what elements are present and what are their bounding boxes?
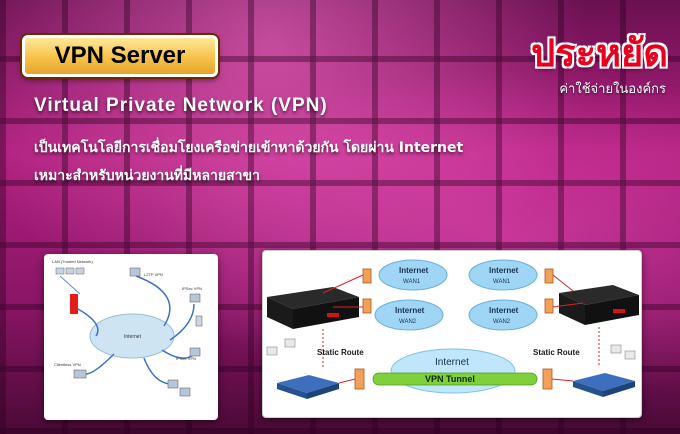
static-route-left-label: Static Route	[317, 348, 364, 357]
pda-icon	[195, 315, 203, 327]
link-line	[169, 303, 195, 341]
vpn-tunnel-label: VPN Tunnel	[425, 374, 475, 384]
static-route-right-label: Static Route	[533, 348, 580, 357]
tunnel-internet-label: Internet	[435, 357, 469, 368]
tunnel-firewall-right-icon	[542, 368, 553, 390]
wan-label: WAN2	[493, 319, 511, 325]
internet-wan1-left-cloud: Internet WAN1	[378, 259, 448, 291]
client-pc-icon	[624, 350, 636, 360]
link-line	[552, 274, 574, 292]
remote-pc-icon	[179, 387, 191, 397]
firewall-icon	[362, 268, 372, 284]
internet-wan1-right-cloud: Internet WAN1	[468, 259, 538, 291]
tunnel-cloud	[390, 348, 516, 394]
ipsec-client-icon	[189, 293, 201, 303]
lan-computers-icon	[55, 267, 85, 295]
client-top-label: L2TP VPN	[144, 272, 163, 277]
link-line	[338, 378, 356, 384]
left-network-diagram: LAN (Trusted Network) Internet L2TP VPN …	[44, 254, 218, 420]
description-line-1: เป็นเทคโนโลยีการเชื่อมโยงเครือข่ายเข้าหา…	[34, 140, 464, 156]
wan-label: WAN1	[403, 279, 421, 285]
client-pc-icon	[610, 344, 622, 354]
tunnel-firewall-left-icon	[354, 368, 365, 390]
client-mid-label: IPSec VPN	[182, 286, 202, 291]
clientless-client-icon	[73, 369, 87, 379]
internet-wan2-right-cloud: Internet WAN2	[468, 299, 538, 331]
right-diagram-svg: Internet WAN1 Internet WAN2 Internet WAN…	[266, 259, 639, 399]
description-line-2: เหมาะสำหรับหน่วยงานที่มีหลายสาขา	[34, 168, 260, 184]
vpn-tunnel-bar	[372, 372, 538, 386]
link-line	[85, 353, 115, 375]
client-pc-icon	[284, 338, 296, 348]
internet-label: Internet	[489, 306, 519, 315]
firewall-icon	[544, 268, 554, 284]
link-line	[551, 378, 574, 382]
right-network-diagram: Internet WAN1 Internet WAN2 Internet WAN…	[262, 250, 642, 418]
client-bottom-label: IPSec VPN	[176, 356, 196, 361]
internet-wan2-left-cloud: Internet WAN2	[374, 299, 444, 331]
internet-label: Internet	[395, 306, 425, 315]
left-diagram-svg: LAN (Trusted Network) Internet L2TP VPN …	[52, 259, 203, 397]
brand-subtitle: ค่าใช้จ่ายในองค์กร	[559, 82, 666, 97]
router-right-icon	[559, 285, 639, 325]
vpn-server-badge: VPN Server	[22, 35, 218, 77]
client-pc-icon	[266, 346, 278, 356]
lan-label: LAN (Trusted Network)	[52, 259, 93, 264]
firewall-icon	[544, 298, 554, 314]
server-right-icon	[573, 373, 635, 397]
firewall-icon	[70, 294, 78, 314]
firewall-icon	[362, 298, 372, 314]
link-line	[135, 275, 171, 327]
wan-label: WAN2	[399, 319, 417, 325]
link-line	[77, 308, 99, 337]
ipsec-site-icon	[189, 347, 201, 357]
badge-label: VPN Server	[54, 42, 186, 69]
server-left-icon	[277, 375, 339, 399]
cloud-label: Internet	[124, 334, 142, 340]
link-line	[322, 274, 364, 294]
wan-label: WAN1	[493, 279, 511, 285]
router-left-icon	[267, 287, 359, 329]
brand-headline: ประหยัด	[531, 31, 668, 75]
remote-pc-icon	[167, 379, 179, 389]
link-line	[552, 302, 584, 308]
internet-label: Internet	[489, 266, 519, 275]
client-left-label: Clientless VPN	[54, 362, 81, 367]
l2tp-client-icon	[129, 267, 141, 277]
vpn-title: Virtual Private Network (VPN)	[34, 95, 328, 116]
internet-cloud-icon	[89, 313, 175, 359]
internet-label: Internet	[399, 266, 429, 275]
